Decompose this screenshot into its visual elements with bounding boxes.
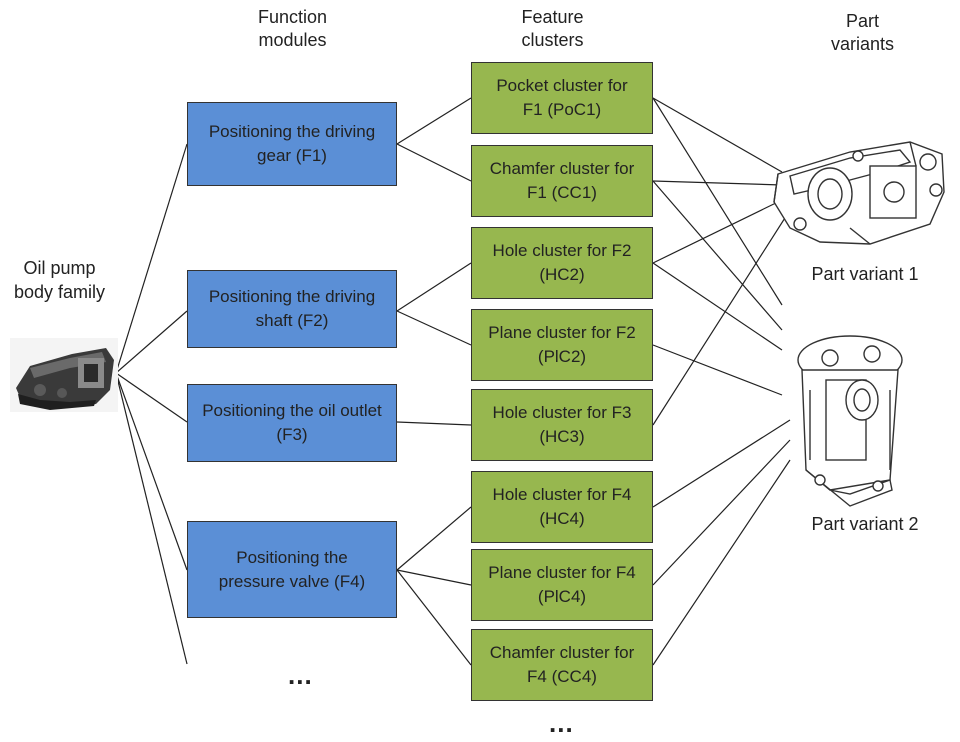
line-family-more xyxy=(115,372,188,665)
line-f1-poc1 xyxy=(396,97,472,145)
function-module-label: Positioning the oil outlet (F3) xyxy=(202,401,382,444)
feature-cluster-label: Plane cluster for F2 (PlC2) xyxy=(488,323,636,366)
line-family-f3 xyxy=(115,372,188,423)
line-f2-hc2 xyxy=(396,262,472,312)
feature-cluster-label: Chamfer cluster for F4 (CC4) xyxy=(489,643,635,686)
function-module-f3: Positioning the oil outlet (F3) xyxy=(187,384,397,462)
part-variant-1-image xyxy=(773,141,945,245)
line-family-f2 xyxy=(115,310,188,374)
line-hc3-pv1 xyxy=(652,209,791,426)
feature-cluster-plc4: Plane cluster for F4 (PlC4) xyxy=(471,549,653,621)
module-ellipsis: ... xyxy=(288,660,313,690)
feature-cluster-label: Hole cluster for F3 (HC3) xyxy=(492,403,632,446)
line-cc1-pv1 xyxy=(652,180,783,186)
feature-cluster-hc3: Hole cluster for F3 (HC3) xyxy=(471,389,653,461)
line-f4-hc4 xyxy=(396,506,472,571)
feature-cluster-hc2: Hole cluster for F2 (HC2) xyxy=(471,227,653,299)
line-cc4-pv2 xyxy=(652,459,791,666)
line-f2-plc2 xyxy=(396,310,472,346)
function-module-label: Positioning the driving gear (F1) xyxy=(208,122,376,165)
line-family-f4 xyxy=(115,372,188,571)
line-f3-hc3 xyxy=(396,421,472,426)
function-module-f1: Positioning the driving gear (F1) xyxy=(187,102,397,186)
function-module-f4: Positioning the pressure valve (F4) xyxy=(187,521,397,618)
line-poc1-pv1 xyxy=(652,97,783,173)
feature-cluster-poc1: Pocket cluster for F1 (PoC1) xyxy=(471,62,653,134)
line-poc1-pv2 xyxy=(652,97,783,306)
feature-cluster-label: Hole cluster for F4 (HC4) xyxy=(492,485,632,528)
function-module-label: Positioning the pressure valve (F4) xyxy=(218,547,366,591)
line-f1-cc1 xyxy=(396,143,472,182)
family-label: Oil pump body family xyxy=(13,258,106,302)
cluster-ellipsis: ... xyxy=(549,708,574,738)
feature-cluster-hc4: Hole cluster for F4 (HC4) xyxy=(471,471,653,543)
line-hc2-pv1 xyxy=(652,199,783,264)
feature-cluster-label: Pocket cluster for F1 (PoC1) xyxy=(496,76,628,119)
header-part-variants: Part variants xyxy=(830,11,895,54)
function-module-f2: Positioning the driving shaft (F2) xyxy=(187,270,397,348)
feature-cluster-label: Chamfer cluster for F1 (CC1) xyxy=(489,159,635,202)
line-family-f1 xyxy=(115,143,188,374)
part-variant-2-label: Part variant 2 xyxy=(811,514,919,534)
feature-cluster-cc4: Chamfer cluster for F4 (CC4) xyxy=(471,629,653,701)
feature-cluster-label: Plane cluster for F4 (PlC4) xyxy=(488,563,636,606)
feature-cluster-plc2: Plane cluster for F2 (PlC2) xyxy=(471,309,653,381)
function-module-label: Positioning the driving shaft (F2) xyxy=(208,287,376,330)
oil-pump-body-image xyxy=(10,338,118,412)
feature-cluster-label: Hole cluster for F2 (HC2) xyxy=(492,241,632,284)
part-variant-1-label: Part variant 1 xyxy=(811,264,919,284)
line-cc1-pv2 xyxy=(652,180,783,331)
header-function-modules: Function modules xyxy=(257,7,328,50)
line-plc2-pv2 xyxy=(652,344,783,396)
header-feature-clusters: Feature clusters xyxy=(521,7,584,50)
line-f4-plc4 xyxy=(396,569,472,586)
part-variant-2-image xyxy=(797,335,903,507)
line-plc4-pv2 xyxy=(652,439,791,586)
line-hc2-pv2 xyxy=(652,262,783,351)
line-hc4-pv2 xyxy=(652,419,791,508)
feature-cluster-cc1: Chamfer cluster for F1 (CC1) xyxy=(471,145,653,217)
line-f4-cc4 xyxy=(396,569,472,666)
